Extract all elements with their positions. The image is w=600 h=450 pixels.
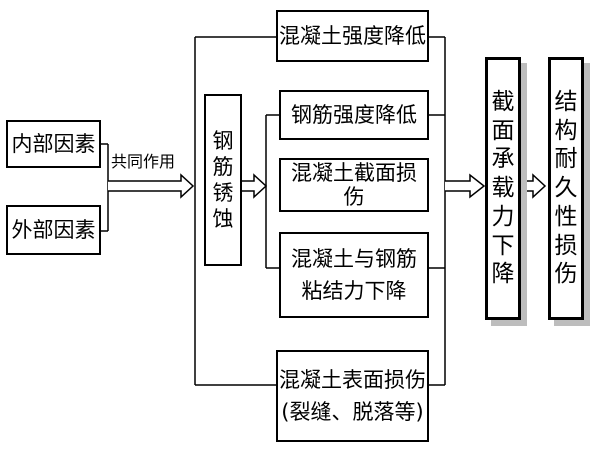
concrete-strength-box: 混凝土强度降低 — [276, 10, 429, 62]
external-factor-box: 外部因素 — [6, 205, 101, 255]
surface-damage-line1: 混凝土表面损伤 — [279, 367, 426, 392]
rebar-strength-label: 钢筋强度降低 — [291, 102, 417, 127]
durability-damage-box: 结构耐久性损伤 — [548, 57, 584, 320]
arrow-combined-to-corrosion — [108, 173, 195, 199]
capacity-decrease-box: 截面承载力下降 — [485, 57, 521, 320]
corrosion-label: 钢筋锈蚀 — [212, 128, 234, 232]
arrow-effects-to-capacity — [445, 173, 486, 199]
external-factor-label: 外部因素 — [11, 217, 96, 242]
internal-factor-box: 内部因素 — [6, 120, 101, 168]
bond-loss-line2: 粘结力下降 — [301, 279, 407, 303]
surface-damage-line2: (裂缝、脱落等) — [281, 400, 424, 424]
combined-action-label: 共同作用 — [111, 152, 176, 171]
concrete-strength-label: 混凝土强度降低 — [279, 23, 426, 48]
corrosion-box: 钢筋锈蚀 — [204, 94, 242, 266]
arrow-corrosion-to-section — [240, 173, 268, 199]
bond-loss-box: 混凝土与钢筋 粘结力下降 — [279, 232, 429, 318]
capacity-decrease-label: 截面承载力下降 — [491, 88, 515, 288]
bond-loss-line1: 混凝土与钢筋 — [291, 246, 417, 271]
rebar-strength-box: 钢筋强度降低 — [279, 90, 429, 140]
internal-factor-label: 内部因素 — [11, 131, 96, 156]
concrete-section-box: 混凝土截面损伤 — [279, 158, 429, 212]
concrete-section-label: 混凝土截面损伤 — [291, 160, 417, 209]
arrow-capacity-to-durability — [520, 173, 547, 199]
surface-damage-box: 混凝土表面损伤 (裂缝、脱落等) — [276, 350, 429, 442]
durability-damage-label: 结构耐久性损伤 — [554, 88, 578, 288]
